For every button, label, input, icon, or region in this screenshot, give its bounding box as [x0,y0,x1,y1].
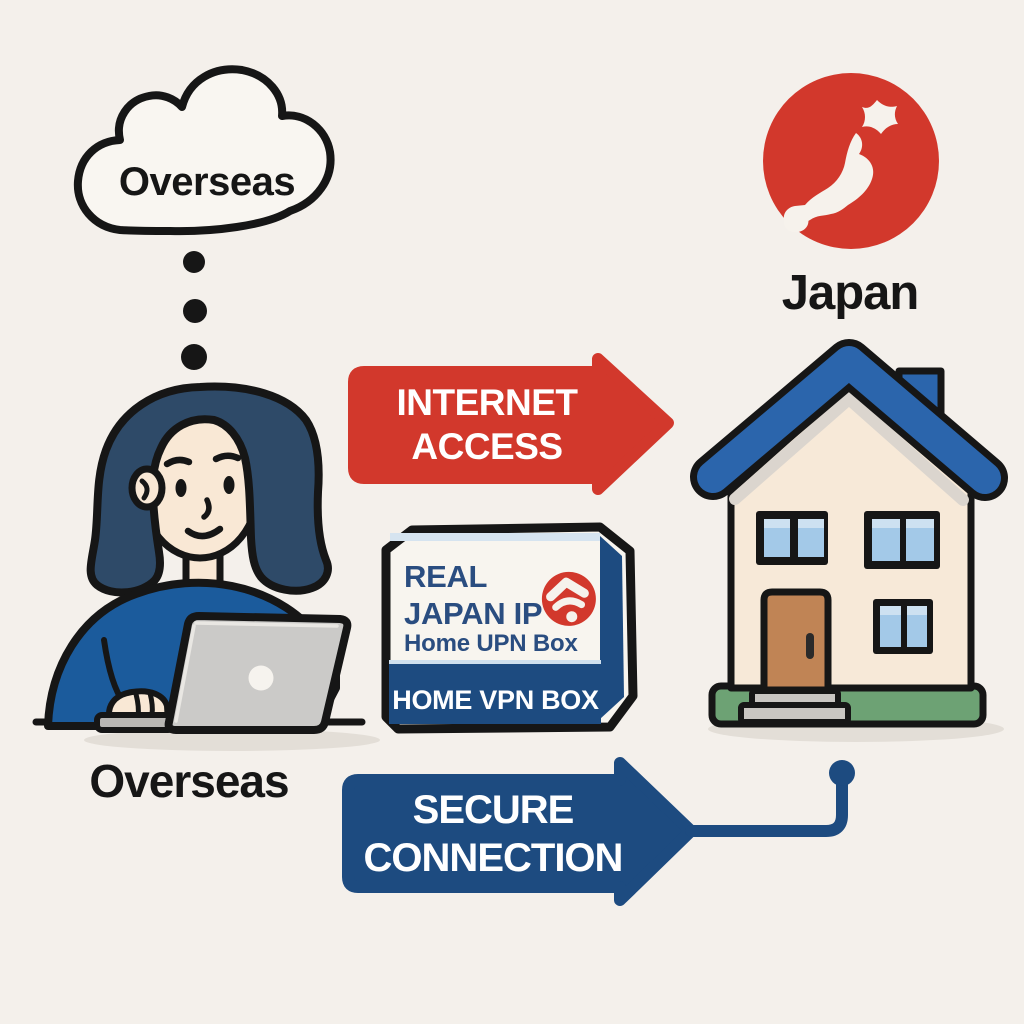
vpn-box-brand-line1: REAL [404,559,488,594]
step-lower [738,702,851,725]
secure-connection-arrow [342,757,855,906]
thought-dots [181,251,207,370]
japan-map-icon [783,100,898,233]
roof [697,346,1001,494]
internet-access-line2: ACCESS [411,426,563,467]
roof-underlay [729,391,969,506]
facial-features [163,452,242,540]
cloud-overseas-label: Overseas [118,160,296,204]
window-upper-right [864,511,940,569]
vpn-box-subtitle: Home UPN Box [404,630,578,657]
secure-connection-line2: CONNECTION [363,836,624,880]
box-side-face [600,536,624,719]
wifi-icon [541,571,596,626]
woman-avatar [32,382,380,751]
window-upper-left [756,511,828,565]
connection-line [685,770,848,837]
thought-cloud-icon [73,65,335,236]
vpn-box-band-label: HOME VPN BOX [392,685,599,715]
box-band [389,664,601,724]
secure-connection-label: SECURE CONNECTION [348,786,638,882]
japan-badge [763,73,939,249]
internet-access-label: INTERNET ACCESS [356,381,618,469]
vpn-box-brand: REAL JAPAN IP [404,558,604,632]
secure-connection-line1: SECURE [412,788,575,832]
vpn-box [381,522,638,734]
japan-label: Japan [781,266,920,320]
internet-access-arrow [348,353,674,495]
overseas-caption: Overseas [89,755,289,807]
band-separator [389,660,601,664]
laptop-shadow [84,729,380,751]
laptop-logo [248,665,274,691]
box-top-edge [390,533,600,541]
window-lower-right [873,599,933,654]
internet-access-line1: INTERNET [396,382,579,423]
connection-dot-icon [829,760,855,786]
keyboard-deck [94,712,176,733]
laptop-icon [164,612,352,734]
vpn-box-brand-line2: JAPAN IP [404,596,543,631]
house-icon [690,339,1008,742]
hair [86,382,332,597]
door [760,588,832,694]
